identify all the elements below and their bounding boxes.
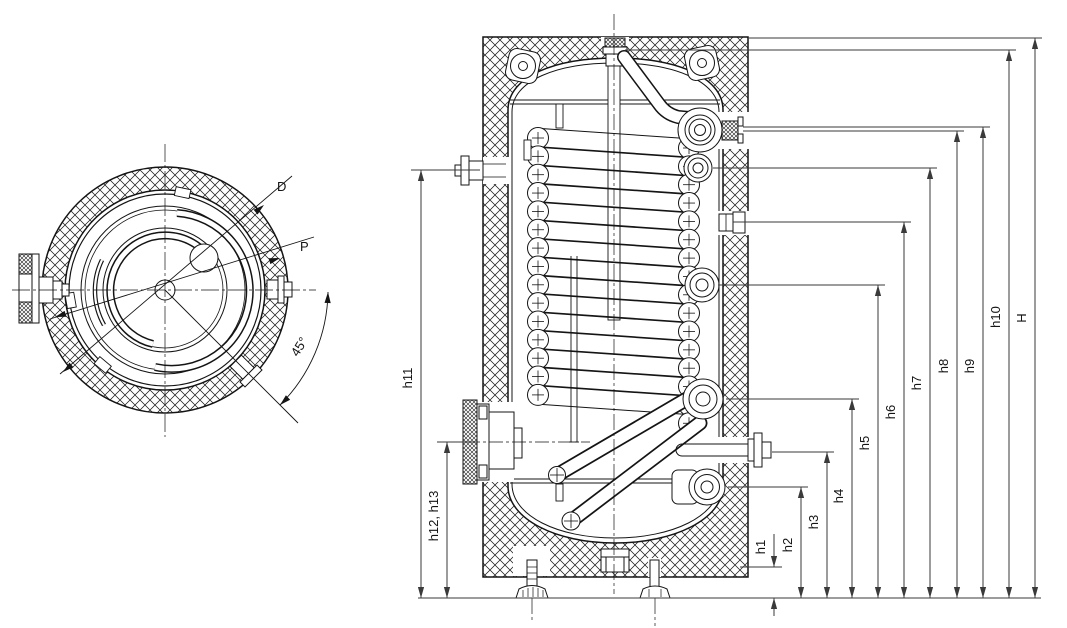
dim-label-h10: h10 — [988, 306, 1003, 328]
pipe-stub-upper — [555, 103, 564, 129]
top-coil-hook — [189, 243, 219, 273]
top-heater-flange — [18, 253, 70, 324]
angle-arc — [279, 291, 329, 406]
dim-label-h2: h2 — [780, 538, 795, 552]
dim-label-h1: h1 — [753, 540, 768, 554]
dim-label-h9: h9 — [962, 359, 977, 373]
port-coupling-mid — [718, 211, 746, 234]
dim-label-h6: h6 — [883, 405, 898, 419]
top-angled-pipe — [617, 50, 707, 126]
dim-label-h4: h4 — [831, 489, 846, 503]
port-sensor-upper — [683, 153, 713, 183]
port-mid — [684, 267, 720, 303]
port-label: P — [300, 239, 309, 254]
thermometer-fitting — [454, 155, 506, 186]
lower-diagonal-tubes — [549, 385, 708, 529]
foot-right — [639, 559, 671, 599]
front-centerlines — [531, 14, 656, 626]
drain-boss — [600, 548, 630, 573]
port-lower-mid — [682, 378, 724, 420]
port-top-right — [677, 107, 744, 153]
dim-label-h3: h3 — [806, 515, 821, 529]
dim-label-h5: h5 — [857, 436, 872, 450]
side-pipe-lower — [675, 432, 772, 468]
lifting-lug-right — [684, 45, 720, 81]
diameter-label: D — [277, 179, 286, 194]
foot-left — [515, 559, 549, 599]
dim-label-h12_h13: h12, h13 — [426, 491, 441, 542]
port-stub-p — [266, 275, 293, 304]
top-coil-crescents — [92, 209, 254, 373]
port-bottom-right — [671, 468, 726, 506]
dim-label-H: H — [1014, 313, 1029, 322]
lifting-lug-left — [505, 48, 541, 84]
dim-label-h7: h7 — [909, 376, 924, 390]
indication-lines — [49, 175, 315, 424]
dim-label-h11: h11 — [400, 368, 415, 389]
top-view: D P 45° — [12, 144, 331, 437]
ring-clips — [64, 186, 192, 374]
dim-label-h8: h8 — [936, 359, 951, 373]
front-section-view — [443, 14, 772, 626]
pipe-stub-left — [523, 139, 532, 161]
tube-end-caps — [548, 466, 581, 531]
